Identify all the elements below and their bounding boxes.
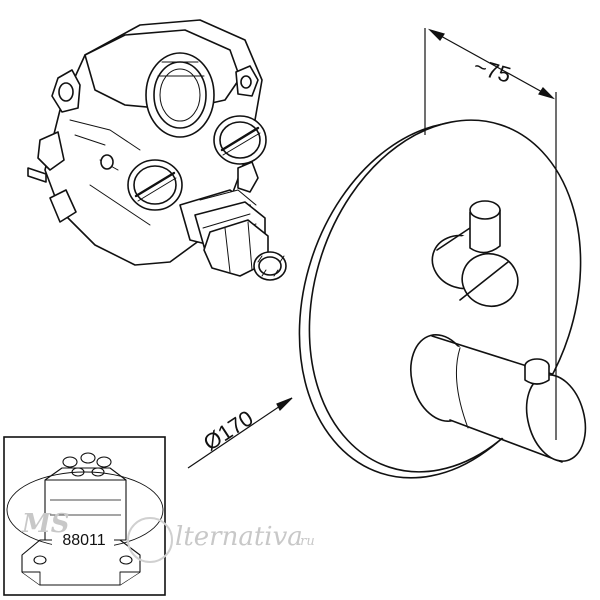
part-number-badge	[52, 528, 114, 550]
diameter-dimension	[187, 397, 293, 469]
diverter-knob	[431, 200, 519, 307]
watermark-logo-circle	[127, 517, 173, 563]
watermark-suffix: .ru	[296, 534, 315, 549]
mixer-valve-body	[27, 19, 287, 281]
depth-label: ~75	[471, 53, 514, 87]
part-number: 88011	[62, 532, 105, 549]
watermark-prefix: MS	[21, 509, 70, 539]
faceplate-assembly	[298, 119, 587, 479]
diameter-label: Ø170	[199, 405, 258, 455]
inset-panel: 88011	[3, 436, 166, 596]
watermark-text: lternativa	[175, 522, 303, 552]
watermark: MS lternativa .ru	[21, 509, 315, 563]
depth-dimension	[424, 28, 557, 440]
